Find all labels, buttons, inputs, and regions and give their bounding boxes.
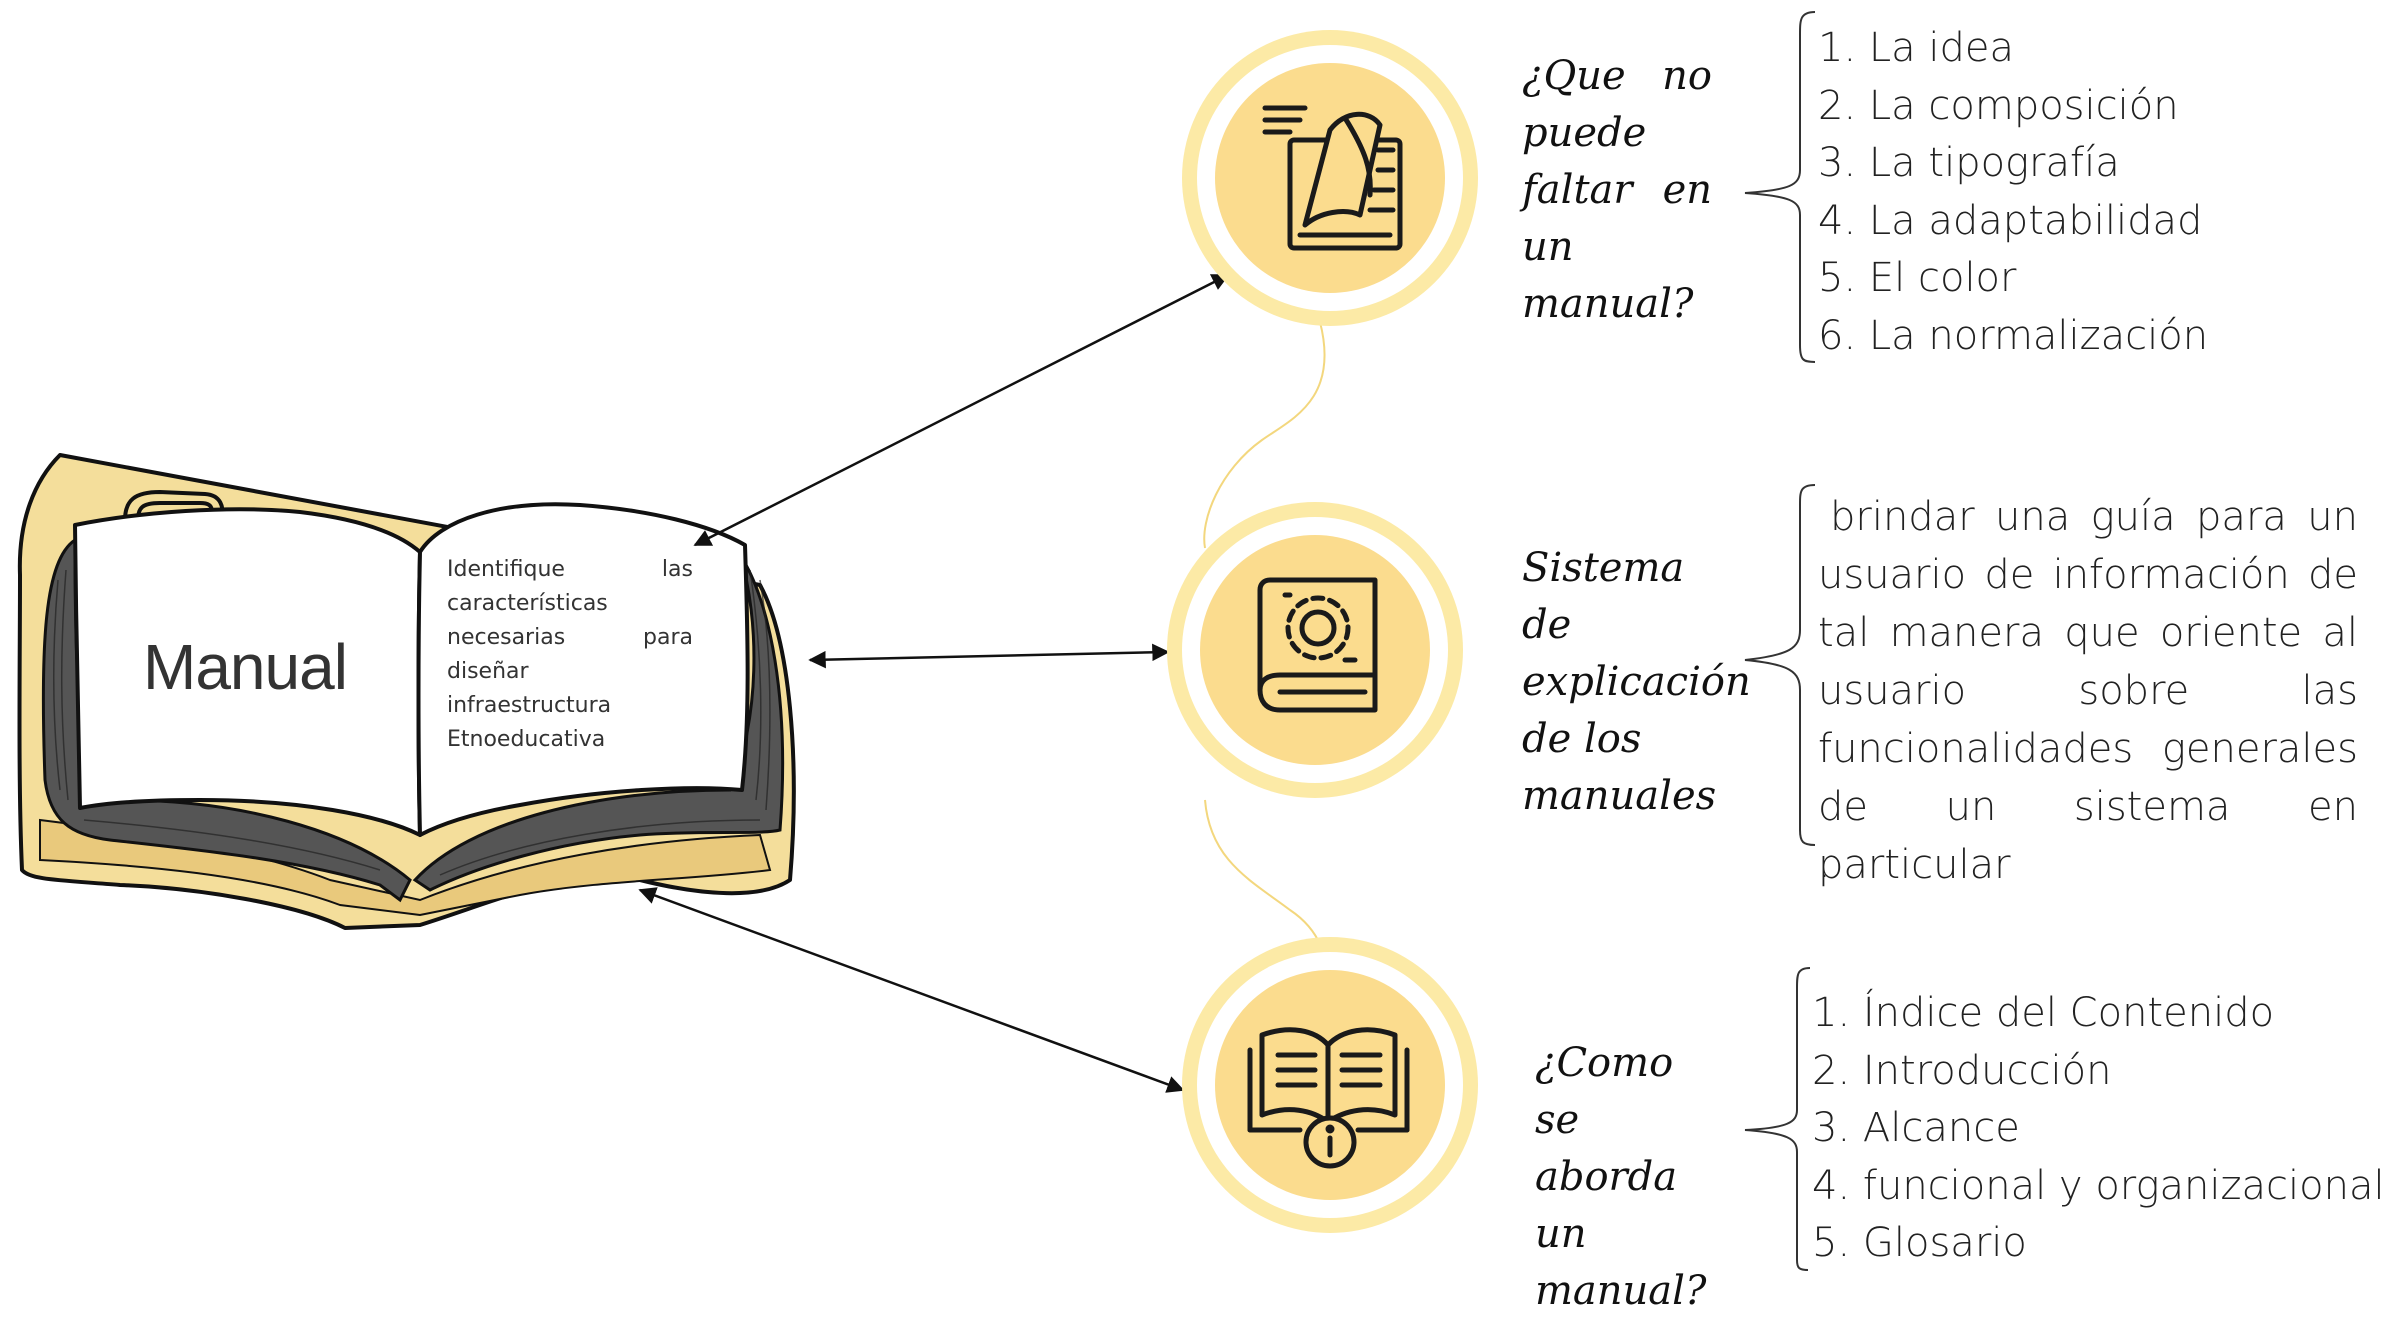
node-1-question: ¿Que no puede faltar en un manual?	[1522, 53, 1712, 327]
node-2-badge	[1167, 502, 1463, 798]
book-title: Manual	[143, 631, 348, 703]
node-1-list: 1. La idea 2. La composición 3. La tipog…	[1818, 20, 2208, 365]
book-right-page	[416, 502, 750, 837]
list-item: 1. La idea	[1818, 25, 2015, 71]
document-page-icon	[1262, 105, 1403, 251]
node-2-paragraph: brindar una guía para un usuario de info…	[1818, 494, 2358, 888]
book-illustration	[17, 453, 796, 930]
brace-node-1	[1744, 11, 1816, 363]
list-item: 2. La composición	[1818, 82, 2179, 129]
book-page-lines-right	[439, 569, 771, 876]
node-2-trailing: .	[1818, 841, 1831, 887]
list-item: 5. Glosario	[1812, 1220, 2027, 1266]
list-item: 1. Índice del Contenido	[1812, 990, 2275, 1036]
book-page-lines-left	[52, 569, 381, 871]
list-item: 3. Alcance	[1812, 1105, 2020, 1151]
list-item: 5. El color	[1818, 255, 2017, 301]
book-note: Identifique las características necesari…	[447, 557, 693, 752]
node-3-list: 1. Índice del Contenido 2. Introducción …	[1812, 985, 2385, 1273]
arrow-book-to-node-2	[808, 643, 1170, 669]
list-item: 2. Introducción	[1812, 1047, 2112, 1094]
node-1-badge	[1182, 30, 1478, 326]
node-3-badge	[1182, 937, 1478, 1233]
list-item: 6. La normalización	[1818, 312, 2209, 359]
gear-book-icon	[1257, 577, 1378, 713]
node-2-question: Sistema de explicación de los manuales	[1522, 545, 1751, 819]
list-item: 3. La tipografía	[1818, 140, 2120, 186]
open-book-info-icon	[1247, 1027, 1410, 1169]
list-item: 4. funcional y organizacional	[1812, 1162, 2385, 1209]
brace-node-3	[1744, 967, 1811, 1271]
arrow-book-to-node-3	[638, 887, 1185, 1093]
brace-node-2	[1744, 484, 1816, 846]
list-item: 4. La adaptabilidad	[1818, 197, 2203, 244]
arrow-book-to-node-1	[693, 273, 1230, 547]
node-3-question: ¿Como se aborda un manual?	[1535, 1040, 1707, 1314]
diagram-canvas	[17, 11, 1816, 1271]
